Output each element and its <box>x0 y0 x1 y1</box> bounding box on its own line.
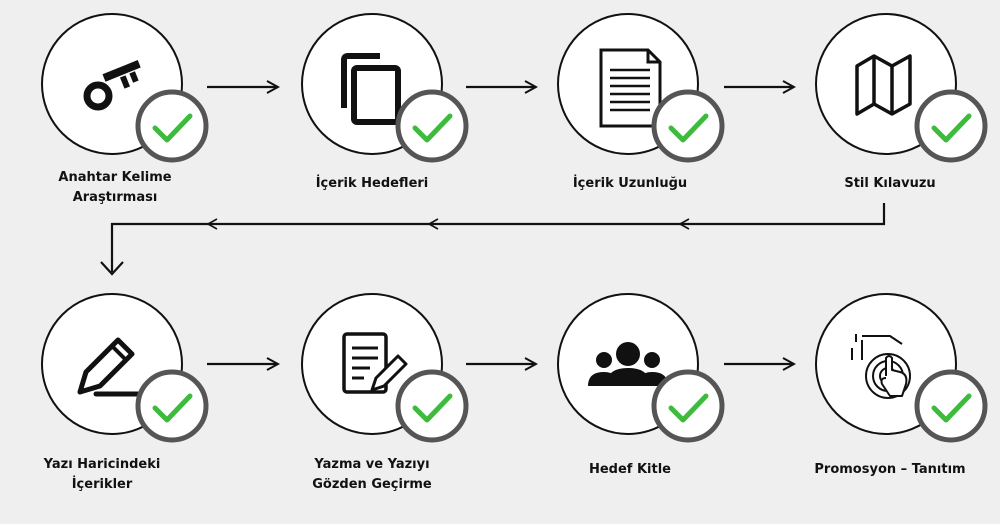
step-1-node <box>41 13 209 163</box>
step-5-label-line-2: İçerikler <box>71 477 133 492</box>
step-1-label-line-1: Anahtar Kelime <box>58 170 172 185</box>
step-6-node <box>301 293 469 443</box>
checkmark-icon <box>412 113 453 143</box>
step-6-label-line-2: Gözden Geçirme <box>312 477 432 492</box>
edit-document-icon <box>342 332 408 394</box>
check-badge <box>395 369 469 443</box>
return-connector <box>110 203 886 272</box>
copy-icon <box>341 53 401 125</box>
audience-icon <box>588 342 668 386</box>
step-7-label-line-1: Hedef Kitle <box>588 462 672 477</box>
step-5-node <box>41 293 209 443</box>
checkmark-icon <box>152 393 193 423</box>
return-connector-head <box>100 261 124 276</box>
checkmark-icon <box>668 393 709 423</box>
step-7-node <box>557 293 725 443</box>
step-5-label: Yazı Haricindeki İçerikler <box>17 455 187 495</box>
step-8-label-line-1: Promosyon – Tanıtım <box>814 462 966 477</box>
step-1-label: Anahtar Kelime Araştırması <box>30 168 200 208</box>
checkmark-icon <box>668 113 709 143</box>
step-4-label: Stil Kılavuzu <box>805 174 975 194</box>
step-4-node <box>815 13 988 163</box>
check-badge <box>651 369 725 443</box>
check-badge <box>395 89 469 163</box>
checkmark-icon <box>412 393 453 423</box>
check-badge <box>651 89 725 163</box>
document-icon <box>599 48 662 128</box>
step-2-node <box>301 13 469 163</box>
touch-click-icon <box>851 334 911 399</box>
step-2-label-line-1: İçerik Hedefleri <box>315 176 429 191</box>
checkmark-icon <box>152 113 193 143</box>
step-3-node <box>557 13 725 163</box>
step-5-label-line-1: Yazı Haricindeki <box>43 457 161 472</box>
step-2-label: İçerik Hedefleri <box>287 174 457 194</box>
step-4-label-line-1: Stil Kılavuzu <box>844 176 936 191</box>
check-badge <box>914 369 988 443</box>
step-3-label-line-1: İçerik Uzunluğu <box>572 176 688 191</box>
checkmark-icon <box>931 393 972 423</box>
key-icon <box>83 60 141 111</box>
map-icon <box>855 54 912 116</box>
step-3-label: İçerik Uzunluğu <box>545 174 715 194</box>
step-1-label-line-2: Araştırması <box>72 190 158 205</box>
step-7-label: Hedef Kitle <box>545 460 715 480</box>
step-8-label: Promosyon – Tanıtım <box>795 460 985 480</box>
check-badge <box>914 89 988 163</box>
step-8-node <box>815 293 988 443</box>
check-badge <box>135 369 209 443</box>
checkmark-icon <box>931 113 972 143</box>
step-6-label: Yazma ve Yazıyı Gözden Geçirme <box>287 455 457 495</box>
check-badge <box>135 89 209 163</box>
step-6-label-line-1: Yazma ve Yazıyı <box>314 457 430 472</box>
